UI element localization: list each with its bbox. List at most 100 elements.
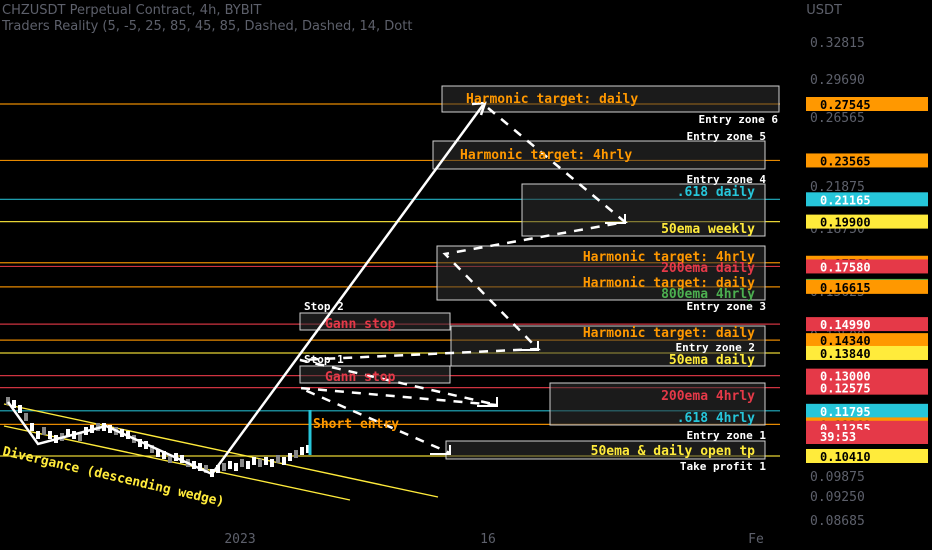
price-tag-label: 0.14340 [820, 334, 871, 348]
annotation-label: Stop 2 [304, 300, 344, 313]
candle [6, 397, 10, 405]
price-tag-label: 0.19900 [820, 216, 871, 230]
annotation-box [299, 365, 451, 384]
x-axis-tick: 16 [480, 532, 496, 547]
candle [300, 447, 304, 455]
annotation-box [445, 440, 766, 460]
annotation-label: .618 daily [677, 185, 755, 200]
candle [78, 433, 82, 441]
candle [246, 461, 250, 469]
entry-marker [430, 445, 451, 455]
candle [42, 427, 46, 435]
annotation-label: Harmonic target: daily [466, 92, 638, 107]
y-axis-tick: 0.09875 [810, 470, 865, 485]
candle [222, 463, 226, 471]
price-tag-label: 0.11795 [820, 405, 871, 419]
annotation-label: Harmonic target: 4hrly [583, 250, 755, 265]
entry-marker [518, 341, 539, 351]
annotation-label: Harmonic target: daily [583, 326, 755, 341]
candle [138, 439, 142, 447]
annotation-label: Short entry [313, 417, 399, 432]
price-tag-label: 0.13000 [820, 370, 871, 384]
price-tag [806, 259, 928, 274]
y-axis-tick: 0.32815 [810, 36, 865, 51]
annotation-label: Gann stop [325, 370, 396, 385]
annotation-box [521, 183, 766, 237]
y-axis-tick: 0.08685 [810, 514, 865, 529]
candle [204, 465, 208, 473]
price-path [6, 401, 213, 476]
dashed-path [299, 107, 628, 455]
candle [234, 463, 238, 471]
price-tag [806, 449, 928, 463]
candle [276, 455, 280, 463]
annotation-box [432, 140, 766, 170]
entry-marker [477, 397, 498, 407]
price-tag-label: 0.13840 [820, 347, 871, 361]
price-tag [806, 403, 928, 418]
annotation-label: 800ema 4hrly [661, 287, 755, 302]
projection-arrow [210, 104, 485, 475]
annotation-label: Entry zone 4 [687, 173, 767, 186]
annotation-box [549, 382, 766, 426]
candle [156, 449, 160, 457]
annotation-label: Entry zone 1 [687, 429, 767, 442]
annotation-label: Stop 1 [304, 353, 344, 366]
chart-title: CHZUSDT Perpetual Contract, 4h, BYBIT [2, 3, 262, 18]
price-tag [806, 153, 928, 168]
price-tag-label: 0.27545 [820, 98, 871, 112]
annotation-label: Entry zone 3 [687, 300, 766, 313]
candle [270, 459, 274, 467]
candle [258, 459, 262, 467]
price-tag [806, 380, 928, 395]
candle [288, 453, 292, 461]
currency-label: USDT [806, 3, 842, 18]
annotation-box [299, 312, 451, 331]
y-axis-tick: 0.26565 [810, 111, 865, 126]
candle [282, 457, 286, 465]
price-tag [806, 345, 928, 360]
candle [18, 405, 22, 413]
annotation-label: 200ema 4hrly [661, 389, 755, 404]
candle [150, 445, 154, 453]
candle [240, 459, 244, 467]
candle [180, 455, 184, 463]
y-axis-tick: 0.09250 [810, 490, 865, 505]
price-tag [806, 192, 928, 207]
candle [252, 457, 256, 465]
annotation-label: .618 4hrly [677, 411, 755, 426]
price-tag [806, 333, 928, 348]
annotation-label: Entry zone 6 [699, 113, 779, 126]
annotation-label: 200ema daily [661, 261, 755, 276]
annotation-label: Gann stop [325, 317, 396, 332]
price-tag-label: 0.14990 [820, 318, 871, 332]
annotation-label: Take profit 1 [680, 460, 766, 473]
arrowhead [471, 101, 487, 116]
candle [264, 457, 268, 465]
candle [294, 450, 298, 458]
candle [228, 461, 232, 469]
price-tag [806, 279, 928, 294]
y-axis-tick: 0.29690 [810, 73, 865, 88]
annotation-label: 50ema & daily open tp [591, 444, 756, 459]
candle-countdown: 39:53 [806, 430, 928, 444]
annotation-label: Entry zone 2 [676, 341, 755, 354]
price-tag-label: 0.23565 [820, 154, 871, 168]
candle [48, 431, 52, 439]
annotation-box [450, 325, 766, 367]
candle [306, 445, 310, 453]
annotation-label: Harmonic target: 4hrly [460, 148, 632, 163]
candle [66, 429, 70, 437]
indicator-legend[interactable]: Traders Reality (5, -5, 25, 85, 45, 85, … [2, 19, 413, 34]
entry-marker [605, 214, 626, 224]
annotation-label: Harmonic target: daily [583, 276, 755, 291]
annotation-box [436, 245, 766, 301]
annotation-box [441, 85, 780, 113]
x-axis-tick: Fe [748, 532, 764, 547]
price-tag-label: 0.17580 [820, 260, 871, 274]
candle [168, 455, 172, 463]
divergence-label: Divergance (descending wedge) [1, 444, 226, 510]
price-tag [806, 97, 928, 111]
annotation-label: 50ema daily [669, 353, 755, 368]
